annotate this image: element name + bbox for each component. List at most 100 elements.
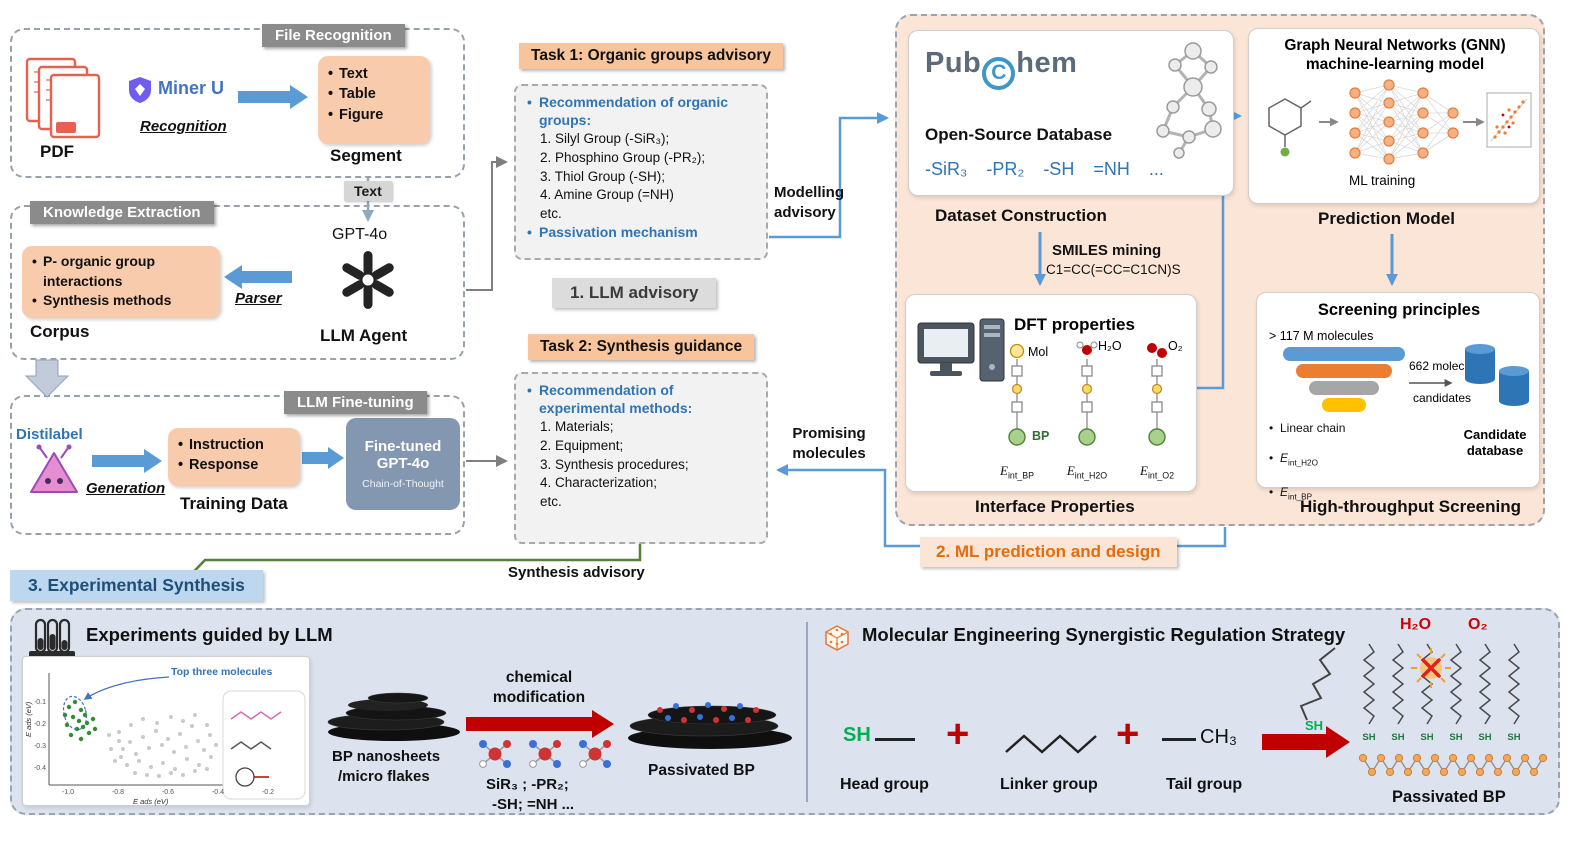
e-int-bp-label: Eint_BP bbox=[1000, 463, 1034, 481]
ke-to-task1-arrow bbox=[466, 156, 508, 291]
screening-criterion: Eint_BP bbox=[1269, 485, 1551, 504]
dft-card: DFT properties Mol H₂O O₂ BP Eint_BP Ein… bbox=[905, 294, 1197, 492]
section-divider bbox=[806, 622, 808, 802]
experiments-title: Experiments guided by LLM bbox=[86, 624, 333, 645]
e-int-h2o-label: Eint_H2O bbox=[1066, 463, 1108, 481]
gpt4o-label: GPT-4o bbox=[332, 226, 388, 243]
corpus-item: Synthesis methods bbox=[30, 291, 210, 311]
text-arrow-badge: Text bbox=[344, 181, 392, 201]
file-recognition-title: File Recognition bbox=[262, 24, 405, 47]
modifier-groups-line2: -SH; =NH ... bbox=[492, 796, 575, 813]
pdf-label: PDF bbox=[40, 142, 74, 161]
screening-card: Screening principles > 117 M molecules 6… bbox=[1256, 292, 1540, 502]
task1-item: 4. Amine Group (=NH) bbox=[540, 187, 674, 203]
candidates-label: candidates bbox=[1413, 391, 1472, 405]
molecule-count-label: > 117 M molecules bbox=[1269, 329, 1374, 343]
head-group-bond bbox=[875, 738, 915, 741]
scatter-annotation: Top three molecules bbox=[171, 666, 272, 678]
corpus-flow-arrow bbox=[24, 359, 70, 398]
recognition-label: Recognition bbox=[140, 118, 227, 135]
synthesis-advisory-label: Synthesis advisory bbox=[508, 564, 645, 581]
funnel-icon bbox=[1283, 347, 1405, 415]
candidate-database-label: Candidate database bbox=[1463, 427, 1527, 458]
plus-sign: + bbox=[1116, 712, 1140, 756]
corpus-label: Corpus bbox=[30, 322, 90, 341]
micro-flakes-label: /micro flakes bbox=[338, 768, 430, 785]
generation-label: Generation bbox=[86, 480, 166, 497]
tail-group-label: Tail group bbox=[1166, 776, 1243, 793]
llm-advisory-badge: 1. LLM advisory bbox=[552, 278, 717, 308]
passivated-bp-final-label: Passivated BP bbox=[1392, 788, 1506, 806]
task1-item: 2. Phosphino Group (-PR₂); bbox=[540, 149, 706, 165]
e-int-o2-label: Eint_O2 bbox=[1140, 463, 1174, 481]
bp-label: BP bbox=[1032, 429, 1050, 443]
gnn-title-line1: Graph Neural Networks (GNN) bbox=[1284, 37, 1506, 54]
task1-badge: Task 1: Organic groups advisory bbox=[519, 43, 784, 69]
task2-item: 1. Materials; bbox=[540, 418, 614, 434]
task1-item: 3. Thiol Group (-SH); bbox=[540, 168, 666, 184]
task2-item: 4. Characterization; bbox=[540, 475, 658, 491]
finetuned-sub: Chain-of-Thought bbox=[362, 478, 444, 490]
svg-text:-0.2: -0.2 bbox=[262, 789, 274, 796]
task2-item: etc. bbox=[540, 494, 562, 510]
screening-title: Screening principles bbox=[1317, 301, 1481, 319]
svg-text:-0.6: -0.6 bbox=[162, 789, 174, 796]
organic-groups-list: -SiR₃ -PR₂ -SH =NH ... bbox=[925, 159, 1164, 179]
task2-badge: Task 2: Synthesis guidance bbox=[528, 334, 755, 360]
o2-blocked-label: O₂ bbox=[1468, 616, 1488, 633]
task1-bullet2: Passivation mechanism bbox=[526, 224, 756, 242]
segment-label: Segment bbox=[330, 146, 402, 165]
gnn-title-line2: machine-learning model bbox=[1305, 56, 1485, 73]
dft-title: DFT properties bbox=[1014, 315, 1135, 334]
linker-group-label: Linker group bbox=[1000, 776, 1098, 793]
pubchem-logo-c: C bbox=[982, 56, 1016, 90]
knowledge-extraction-title: Knowledge Extraction bbox=[30, 201, 214, 224]
molecule-3d-icon bbox=[1156, 42, 1222, 159]
parser-label: Parser bbox=[235, 290, 282, 307]
svg-text:-0.2: -0.2 bbox=[34, 721, 46, 728]
screening-scatter-inset: Top three molecules -1.0 -0.8 -0.6 -0.4 … bbox=[22, 656, 310, 806]
task2-heading: Recommendation of experimental methods: bbox=[526, 382, 736, 418]
training-data-label: Training Data bbox=[180, 494, 288, 513]
finetuned-gpt4o-box: Fine-tuned GPT-4o Chain-of-Thought bbox=[346, 418, 460, 510]
screening-criterion: Eint_H2O bbox=[1269, 451, 1551, 470]
pubchem-logo-hem: hem bbox=[1016, 47, 1078, 79]
h2o-blocked-label: H₂O bbox=[1400, 616, 1432, 633]
task2-item: 2. Equipment; bbox=[540, 437, 624, 453]
task1-item: etc. bbox=[540, 206, 562, 222]
task2-item: 3. Synthesis procedures; bbox=[540, 456, 689, 472]
finetuned-line1: Fine-tuned bbox=[364, 438, 442, 455]
bp-nanosheets-label: BP nanosheets bbox=[332, 748, 441, 765]
training-data-box: Instruction Response bbox=[168, 428, 300, 486]
gnn-network-graphic bbox=[1268, 79, 1532, 165]
gnn-card: Graph Neural Networks (GNN) machine-lear… bbox=[1248, 28, 1540, 204]
scatter-y-label: E ads (eV) bbox=[24, 701, 33, 737]
task1-box: Recommendation of organic groups: 1. Sil… bbox=[514, 84, 768, 260]
experimental-synthesis-badge: 3. Experimental Synthesis bbox=[10, 570, 263, 601]
plus-sign: + bbox=[946, 712, 970, 756]
chemical-modification-label: chemical modification bbox=[492, 669, 586, 706]
head-group-symbol: SH bbox=[843, 724, 871, 746]
llm-finetuning-title: LLM Fine-tuning bbox=[284, 391, 427, 414]
tail-group-bond bbox=[1162, 738, 1196, 741]
modifier-groups-line1: SiR₃ ; -PR₂; bbox=[486, 776, 569, 793]
smiles-mining-label: SMILES mining bbox=[1052, 242, 1162, 259]
task1-heading: Recommendation of organic groups: bbox=[526, 94, 756, 130]
svg-text:-0.4: -0.4 bbox=[212, 789, 224, 796]
modelling-advisory-label: Modelling advisory bbox=[774, 184, 844, 221]
segment-items-box: Text Table Figure bbox=[318, 56, 430, 144]
training-item: Response bbox=[176, 455, 290, 476]
segment-item: Table bbox=[326, 84, 420, 105]
promising-molecules-label: Promising molecules bbox=[792, 425, 866, 462]
interface-chains-graphic bbox=[1008, 341, 1167, 446]
segment-item: Figure bbox=[326, 105, 420, 126]
prediction-model-label: Prediction Model bbox=[1318, 209, 1455, 228]
opensource-db-label: Open-Source Database bbox=[925, 125, 1113, 144]
segment-item: Text bbox=[326, 64, 420, 85]
svg-text:-0.3: -0.3 bbox=[34, 743, 46, 750]
mineru-label: Miner U bbox=[158, 78, 225, 98]
svg-text:-0.1: -0.1 bbox=[34, 699, 46, 706]
pubchem-logo-pub: Pub bbox=[925, 47, 982, 79]
